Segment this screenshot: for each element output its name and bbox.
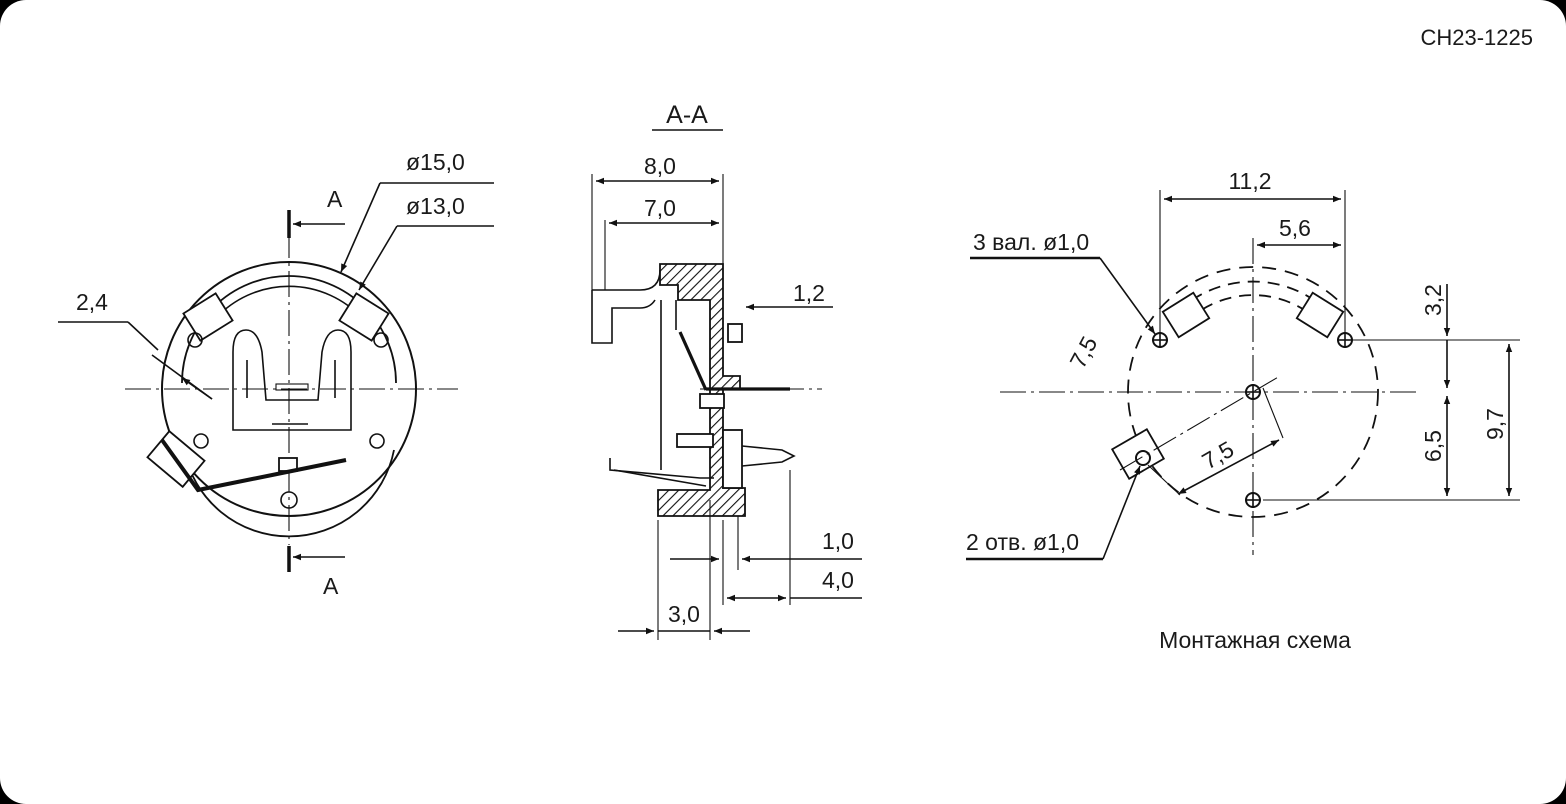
section-body <box>591 263 822 517</box>
front-dimensions: ø15,0 ø13,0 2,4 <box>58 149 494 400</box>
drawing-code: CH23-1225 <box>1420 25 1533 50</box>
mounting-pins-and-holes <box>1119 332 1353 508</box>
section-mark-bottom: A <box>323 573 339 599</box>
mounting-center-lines <box>1000 238 1420 555</box>
dim-pin-offset: 1,2 <box>793 280 825 306</box>
dim-body-width: 7,0 <box>644 195 676 221</box>
section-markers: A A <box>287 186 345 599</box>
dim-pin-length: 4,0 <box>822 567 854 593</box>
dim-pin-half-span: 5,6 <box>1279 215 1311 241</box>
center-lines <box>125 232 458 545</box>
dim-center-to-bottom: 6,5 <box>1420 430 1446 462</box>
dim-base-height: 3,0 <box>668 601 700 627</box>
mounting-view: 11,2 5,6 3,2 6,5 9,7 7,5 7,5 3 вал. ø1,0… <box>966 168 1520 653</box>
dim-pin-thickness: 1,0 <box>822 528 854 554</box>
dim-top-offset: 3,2 <box>1420 284 1446 316</box>
front-view: A A ø15,0 ø13,0 2,4 <box>58 149 494 599</box>
dim-contact-width: 2,4 <box>76 289 108 315</box>
dim-overall-width: 8,0 <box>644 153 676 179</box>
dim-total-height: 9,7 <box>1482 408 1508 440</box>
section-dimensions: 8,0 7,0 1,2 1,0 4,0 3,0 <box>591 153 862 640</box>
dim-hole-distance: 7,5 <box>1198 436 1239 475</box>
section-title: A-A <box>666 101 708 129</box>
spring-contacts <box>160 329 352 493</box>
label-holes: 2 отв. ø1,0 <box>966 529 1079 555</box>
mounting-dimensions: 11,2 5,6 3,2 6,5 9,7 7,5 7,5 3 вал. ø1,0… <box>966 168 1520 561</box>
section-view: A-A 8,0 7,0 1,2 <box>591 101 862 640</box>
mounting-caption: Монтажная схема <box>1159 627 1351 653</box>
dim-inner-diameter: ø13,0 <box>406 193 465 219</box>
dim-pin-radius: 7,5 <box>1064 332 1102 372</box>
dim-outer-diameter: ø15,0 <box>406 149 465 175</box>
section-mark-top: A <box>327 186 343 212</box>
dim-pin-span: 11,2 <box>1228 168 1271 194</box>
label-pins: 3 вал. ø1,0 <box>973 229 1089 255</box>
